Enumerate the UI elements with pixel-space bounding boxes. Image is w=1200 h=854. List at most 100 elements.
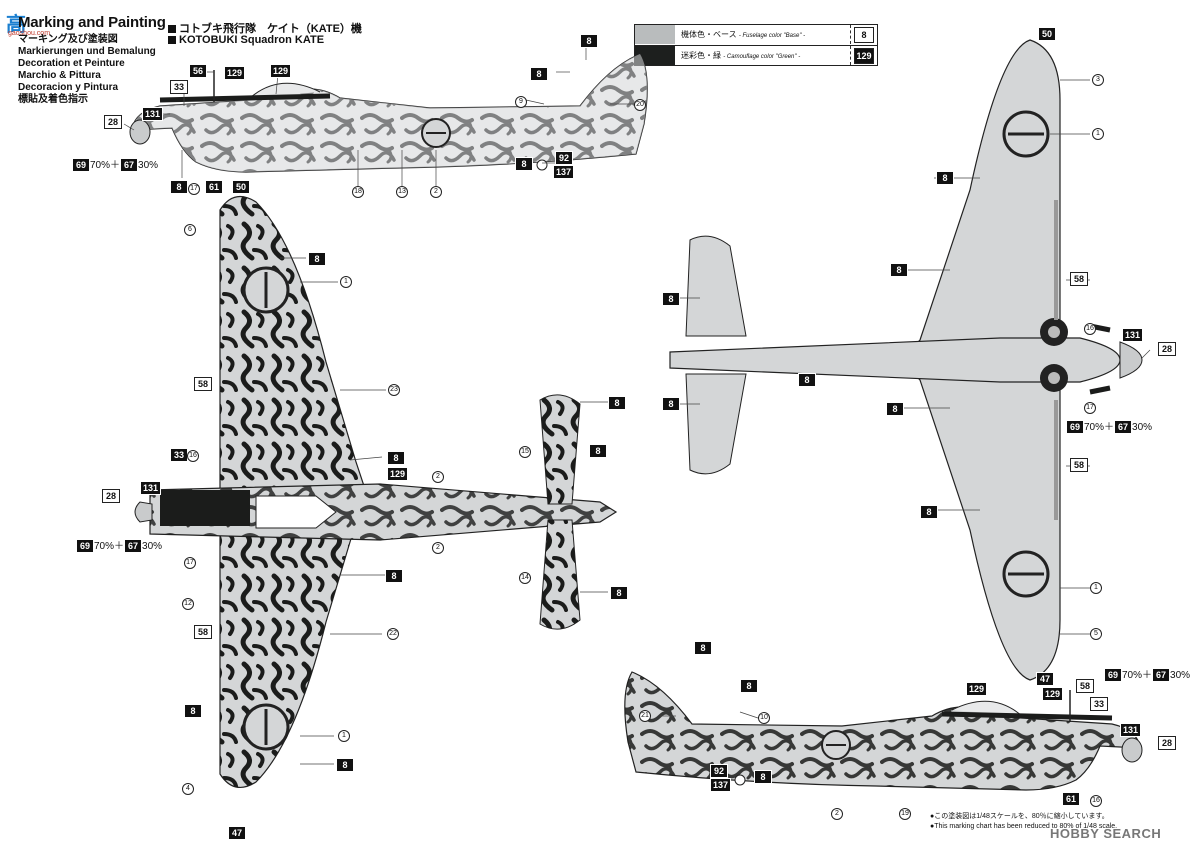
callout-12: 12 bbox=[182, 598, 194, 610]
callout-131: 131 bbox=[142, 107, 164, 121]
callout-33: 33 bbox=[170, 448, 188, 462]
callout-17: 17 bbox=[1084, 402, 1096, 414]
callout-8: 8 bbox=[170, 180, 188, 194]
callout-22: 22 bbox=[387, 628, 399, 640]
callout-8: 8 bbox=[530, 67, 548, 81]
callout-137: 137 bbox=[553, 165, 575, 179]
callout-129: 129 bbox=[1042, 687, 1064, 701]
callout-92: 92 bbox=[710, 764, 728, 778]
subtitle-jp: マーキング及び塗装図 bbox=[18, 34, 118, 45]
callout-58: 58 bbox=[194, 377, 212, 391]
callout-56: 56 bbox=[189, 64, 207, 78]
callout-8: 8 bbox=[662, 292, 680, 306]
callout-129: 129 bbox=[387, 467, 409, 481]
callout-8: 8 bbox=[694, 641, 712, 655]
callout-3: 3 bbox=[1092, 74, 1104, 86]
callout-5: 5 bbox=[1090, 628, 1102, 640]
color-legend: 機体色・ベース - Fuselage color "Base" - 8 迷彩色・… bbox=[634, 24, 878, 66]
legend-camo-code: 129 bbox=[854, 48, 874, 64]
subtitle-cn: 標貼及着色指示 bbox=[18, 94, 88, 105]
callout-50: 50 bbox=[1038, 27, 1056, 41]
callout-8: 8 bbox=[740, 679, 758, 693]
callout-131: 131 bbox=[140, 481, 162, 495]
callout-2: 2 bbox=[430, 186, 442, 198]
callout-8: 8 bbox=[184, 704, 202, 718]
callout-23: 23 bbox=[388, 384, 400, 396]
callout-2: 2 bbox=[831, 808, 843, 820]
scheme-title-en: KOTOBUKI Squadron KATE bbox=[168, 34, 324, 46]
callout-8: 8 bbox=[920, 505, 938, 519]
subtitle-es: Decoracion y Pintura bbox=[18, 82, 119, 93]
callout-1: 1 bbox=[338, 730, 350, 742]
callout-131: 131 bbox=[1122, 328, 1144, 342]
callout-15: 15 bbox=[519, 446, 531, 458]
site-logo: 高 gaoshou.com bbox=[6, 8, 66, 38]
logo-glyph: 高 bbox=[6, 12, 26, 36]
callout-14: 14 bbox=[519, 572, 531, 584]
callout-47: 47 bbox=[228, 826, 246, 840]
callout-58: 58 bbox=[1076, 679, 1094, 693]
callout-33: 33 bbox=[170, 80, 188, 94]
callout-2: 2 bbox=[432, 542, 444, 554]
subtitle-fr: Decoration et Peinture bbox=[18, 58, 125, 69]
callout-28: 28 bbox=[104, 115, 122, 129]
callout-1: 1 bbox=[1092, 128, 1104, 140]
legend-camo-label: 迷彩色・緑 - Camouflage color "Green" - bbox=[681, 51, 801, 60]
callout-8: 8 bbox=[385, 569, 403, 583]
callout-8: 8 bbox=[936, 171, 954, 185]
callout-18: 18 bbox=[352, 186, 364, 198]
scheme-title-jp: コトブキ飛行隊 ケイト（KATE）機 bbox=[168, 20, 362, 36]
callout-28: 28 bbox=[102, 489, 120, 503]
callout-8: 8 bbox=[387, 451, 405, 465]
callout-28: 28 bbox=[1158, 342, 1176, 356]
callout-16: 16 bbox=[1084, 323, 1096, 335]
callout-50: 50 bbox=[232, 180, 250, 194]
callout-13: 13 bbox=[396, 186, 408, 198]
callout-8: 8 bbox=[610, 586, 628, 600]
callout-9: 9 bbox=[515, 96, 527, 108]
watermark: HOBBY SEARCH bbox=[1050, 826, 1162, 841]
callout-61: 61 bbox=[1062, 792, 1080, 806]
callout-58: 58 bbox=[194, 625, 212, 639]
callout-8: 8 bbox=[798, 373, 816, 387]
legend-base-code: 8 bbox=[854, 27, 874, 43]
callout-8: 8 bbox=[608, 396, 626, 410]
callout-1: 1 bbox=[340, 276, 352, 288]
subtitle-de: Markierungen und Bemalung bbox=[18, 46, 156, 57]
page-title: Marking and Painting bbox=[18, 14, 166, 31]
callout-61: 61 bbox=[205, 180, 223, 194]
callout-17: 17 bbox=[188, 183, 200, 195]
callout-129: 129 bbox=[270, 64, 292, 78]
callout-28: 28 bbox=[1158, 736, 1176, 750]
callout-33: 33 bbox=[1090, 697, 1108, 711]
logo-url: gaoshou.com bbox=[8, 30, 51, 37]
legend-row-camo: 迷彩色・緑 - Camouflage color "Green" - 129 bbox=[635, 45, 877, 66]
callout-2: 2 bbox=[432, 471, 444, 483]
base-swatch bbox=[635, 25, 675, 44]
callout-8: 8 bbox=[336, 758, 354, 772]
callout-8: 8 bbox=[580, 34, 598, 48]
callout-58: 58 bbox=[1070, 458, 1088, 472]
callout-129: 129 bbox=[966, 682, 988, 696]
callout-92: 92 bbox=[555, 151, 573, 165]
callout-58: 58 bbox=[1070, 272, 1088, 286]
callout-8: 8 bbox=[890, 263, 908, 277]
callout-16: 16 bbox=[187, 450, 199, 462]
subtitle-it: Marchio & Pittura bbox=[18, 70, 101, 81]
side-view-bottom bbox=[624, 671, 1143, 791]
plan-view-bottom bbox=[669, 39, 1143, 681]
legend-row-base: 機体色・ベース - Fuselage color "Base" - 8 bbox=[635, 25, 877, 45]
callout-21: 21 bbox=[639, 710, 651, 722]
callout-10: 10 bbox=[758, 712, 770, 724]
callout-129: 129 bbox=[224, 66, 246, 80]
callout-8: 8 bbox=[308, 252, 326, 266]
callout-131: 131 bbox=[1120, 723, 1142, 737]
side-view-top bbox=[129, 53, 648, 173]
camo-swatch bbox=[635, 46, 675, 65]
callout-6: 6 bbox=[184, 224, 196, 236]
